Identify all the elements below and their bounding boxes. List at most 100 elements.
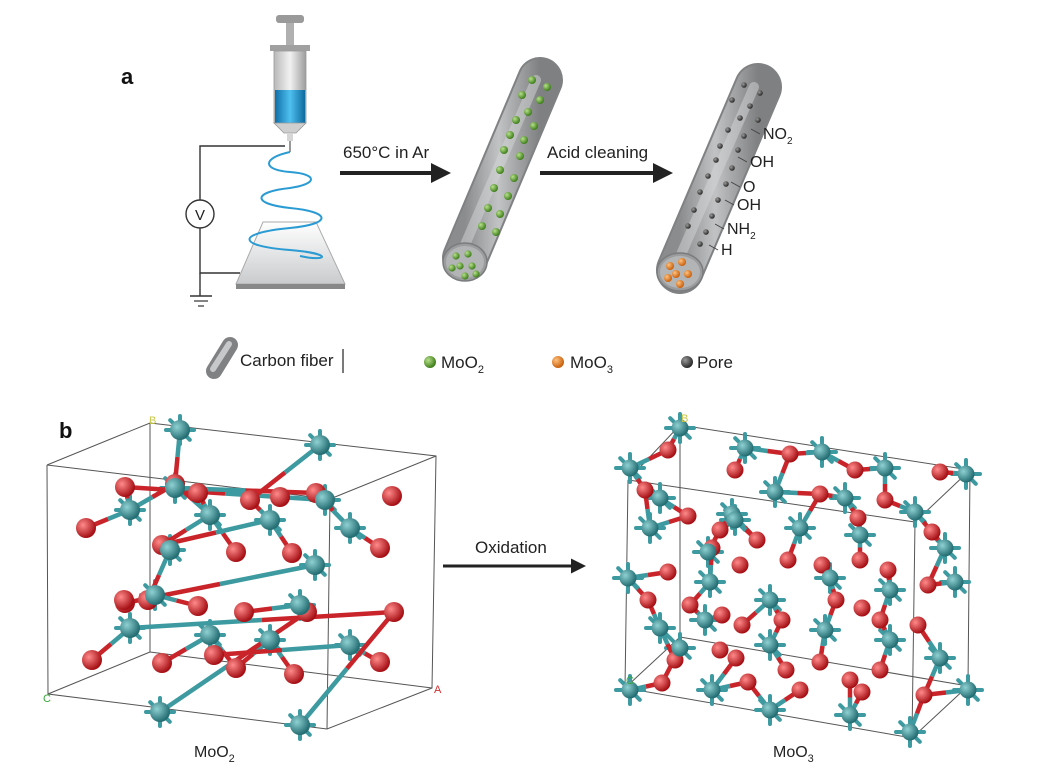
pore (747, 103, 753, 109)
mo-atom (726, 511, 744, 529)
mo-atom (821, 569, 839, 587)
o-atom (115, 477, 135, 497)
mo-o-bond (219, 562, 316, 587)
o-atom (639, 591, 657, 609)
legend-pore-label: Pore (697, 353, 733, 372)
moo2-particle (528, 76, 536, 84)
o-atom (871, 661, 889, 679)
moo2-particle (496, 210, 504, 218)
mo-atom (260, 510, 280, 530)
mo-atom (851, 526, 869, 544)
mo-atom (946, 573, 964, 591)
o-atom (76, 518, 96, 538)
o-atom (152, 653, 172, 673)
mo-atom (791, 519, 809, 537)
mo-atom (901, 723, 919, 741)
electrospinning-setup: V (185, 15, 346, 307)
moo3-dot-icon (552, 356, 564, 368)
o-atom (733, 616, 751, 634)
pore (717, 143, 723, 149)
o-atom (748, 531, 766, 549)
moo3-particle (678, 258, 686, 266)
o-atom (923, 523, 941, 541)
o-atom (370, 652, 390, 672)
mo-atom (651, 489, 669, 507)
mo-atom (761, 591, 779, 609)
moo3-particle (672, 270, 680, 278)
o-atom (711, 641, 729, 659)
functional-group-bond (750, 128, 761, 135)
mo-atom (120, 500, 140, 520)
moo2-particle (472, 270, 480, 278)
mo-atom (906, 503, 924, 521)
functional-group-bond (724, 199, 735, 206)
pore (729, 97, 735, 103)
moo2-crystal-structure: B C A MoO2 (43, 414, 442, 765)
legend: Carbon fiber MoO2 MoO3 Pore (206, 337, 733, 379)
mo-o-bond (261, 609, 395, 623)
o-atom (284, 664, 304, 684)
moo3-particle (666, 262, 674, 270)
o-atom (731, 556, 749, 574)
mo-atom (766, 483, 784, 501)
fiber-jet-icon (248, 151, 323, 260)
o-atom (813, 556, 831, 574)
mo-atom (761, 636, 779, 654)
functional-group-label: NO2 (763, 126, 793, 147)
functional-group-bond (708, 244, 719, 251)
o-atom (226, 658, 246, 678)
mo-atom (936, 539, 954, 557)
mo-atom (200, 505, 220, 525)
legend-moo3: MoO3 (552, 353, 613, 376)
mo-atom (836, 489, 854, 507)
mo-atom (305, 555, 325, 575)
o-atom (240, 490, 260, 510)
right-axis-c-label: C (626, 675, 634, 687)
legend-carbon-fiber-label: Carbon fiber (240, 351, 334, 370)
mo-atom (619, 569, 637, 587)
o-atom (636, 481, 654, 499)
step2-label: Acid cleaning (547, 143, 648, 162)
pore (741, 133, 747, 139)
moo2-particle (464, 250, 472, 258)
voltmeter-icon (185, 199, 215, 229)
mo-atom (290, 595, 310, 615)
moo2-particle (516, 152, 524, 160)
left-axis-c-label: C (43, 693, 51, 705)
functional-group-label: H (721, 242, 733, 259)
o-atom (879, 561, 897, 579)
mo-atom (696, 611, 714, 629)
mo-o-bond (158, 660, 235, 714)
panel-a-label: a (121, 64, 134, 89)
o-atom (791, 681, 809, 699)
o-atom (711, 521, 729, 539)
mo-atom (315, 490, 335, 510)
mo-atom (651, 619, 669, 637)
moo3-particle (684, 270, 692, 278)
o-atom (827, 591, 845, 609)
moo2-particle (500, 146, 508, 154)
mo-atom (761, 701, 779, 719)
mo-atom (876, 459, 894, 477)
o-atom (188, 483, 208, 503)
moo2-particle (543, 83, 551, 91)
carbon-fiber-moo2 (442, 57, 563, 282)
o-atom (853, 599, 871, 617)
pore-dot-icon (681, 356, 693, 368)
mo-atom (160, 540, 180, 560)
right-axis-b-label: B (681, 413, 688, 425)
o-atom (204, 645, 224, 665)
mo-atom (881, 631, 899, 649)
mo-o-bond (129, 617, 263, 631)
mo-atom (145, 585, 165, 605)
mo-atom (260, 630, 280, 650)
moo2-particle (456, 262, 464, 270)
o-atom (915, 686, 933, 704)
o-atom (811, 485, 829, 503)
mo-atom (621, 681, 639, 699)
o-atom (114, 590, 134, 610)
moo2-particle (490, 184, 498, 192)
o-atom (779, 551, 797, 569)
voltmeter-label: V (195, 207, 205, 224)
